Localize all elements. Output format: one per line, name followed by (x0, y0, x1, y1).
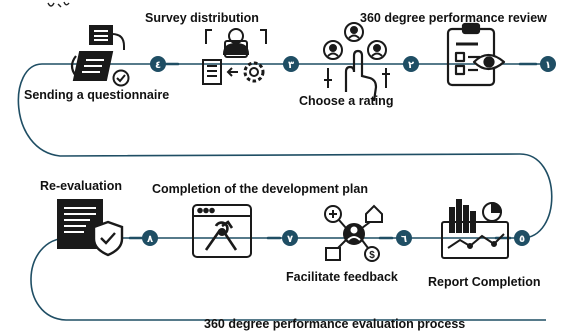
tools-window-icon (192, 204, 252, 258)
step-node-3: ٣ (283, 56, 299, 72)
svg-text:٣: ٣ (288, 60, 294, 71)
cropped-top-text (47, 1, 70, 8)
person-gear-icon (202, 28, 267, 85)
chart-report-icon (441, 199, 509, 259)
document-check-icon (70, 25, 130, 87)
step-node-6: ٦ (396, 230, 412, 246)
svg-text:٦: ٦ (401, 234, 407, 245)
diagram-title: 360 degree performance evaluation proces… (204, 317, 466, 331)
svg-text:١: ١ (545, 60, 551, 71)
svg-text:$: $ (369, 250, 375, 261)
svg-text:٥: ٥ (519, 234, 525, 245)
step-label-7: Completion of the development plan (152, 182, 368, 196)
step-node-8: ٨ (142, 230, 158, 246)
svg-text:٧: ٧ (287, 234, 293, 245)
step-label-8: Re-evaluation (40, 179, 122, 193)
svg-text:٨: ٨ (147, 234, 153, 245)
person-network-icon: $ (324, 204, 383, 262)
svg-text:٤: ٤ (155, 60, 161, 71)
step-node-1: ١ (540, 56, 556, 72)
hand-select-people-icon (323, 22, 390, 102)
step-label-5: Report Completion (428, 275, 541, 289)
step-label-3: Survey distribution (145, 11, 259, 25)
clipboard-eye-icon (446, 22, 506, 87)
step-label-6: Facilitate feedback (286, 270, 398, 284)
step-label-2: Choose a rating (299, 94, 394, 108)
svg-text:٢: ٢ (408, 60, 414, 71)
step-node-5: ٥ (514, 230, 530, 246)
step-node-7: ٧ (282, 230, 298, 246)
step-label-4: Sending a questionnaire (24, 88, 170, 102)
step-node-2: ٢ (403, 56, 419, 72)
document-shield-icon (57, 199, 124, 257)
step-label-1: 360 degree performance review (360, 11, 547, 25)
process-path (17, 63, 553, 321)
step-node-4: ٤ (150, 56, 166, 72)
